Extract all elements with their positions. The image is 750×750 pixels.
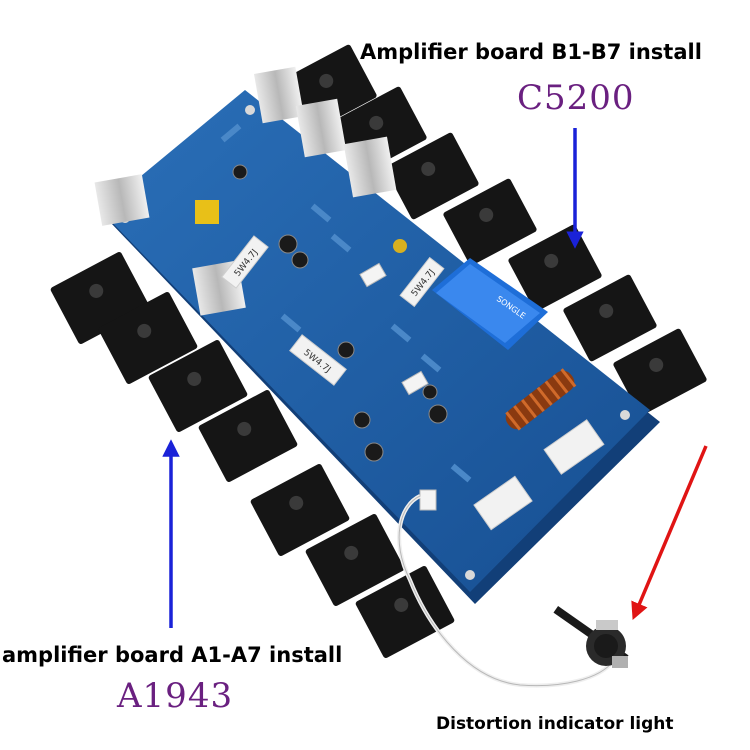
yellow-capacitor bbox=[195, 200, 219, 224]
connectors bbox=[359, 262, 437, 511]
board-b-install-label: Amplifier board B1-B7 install bbox=[360, 40, 702, 64]
board-b-part-label: C5200 bbox=[517, 78, 635, 118]
output-inductor bbox=[505, 368, 577, 431]
power-resistors: 5W4.7J 5W4.7J 5W4.7J bbox=[221, 235, 605, 531]
small-resistors bbox=[220, 123, 472, 483]
distortion-indicator-light bbox=[553, 606, 629, 668]
relay: SONGLE bbox=[432, 258, 548, 350]
board-a-part-label: A1943 bbox=[117, 676, 234, 716]
capacitors bbox=[195, 164, 448, 462]
indicator-label: Distortion indicator light bbox=[436, 714, 674, 734]
board-a-install-label: amplifier board A1-A7 install bbox=[2, 643, 343, 667]
arrow-to-indicator bbox=[631, 445, 708, 621]
transistor-row-a bbox=[50, 252, 455, 658]
